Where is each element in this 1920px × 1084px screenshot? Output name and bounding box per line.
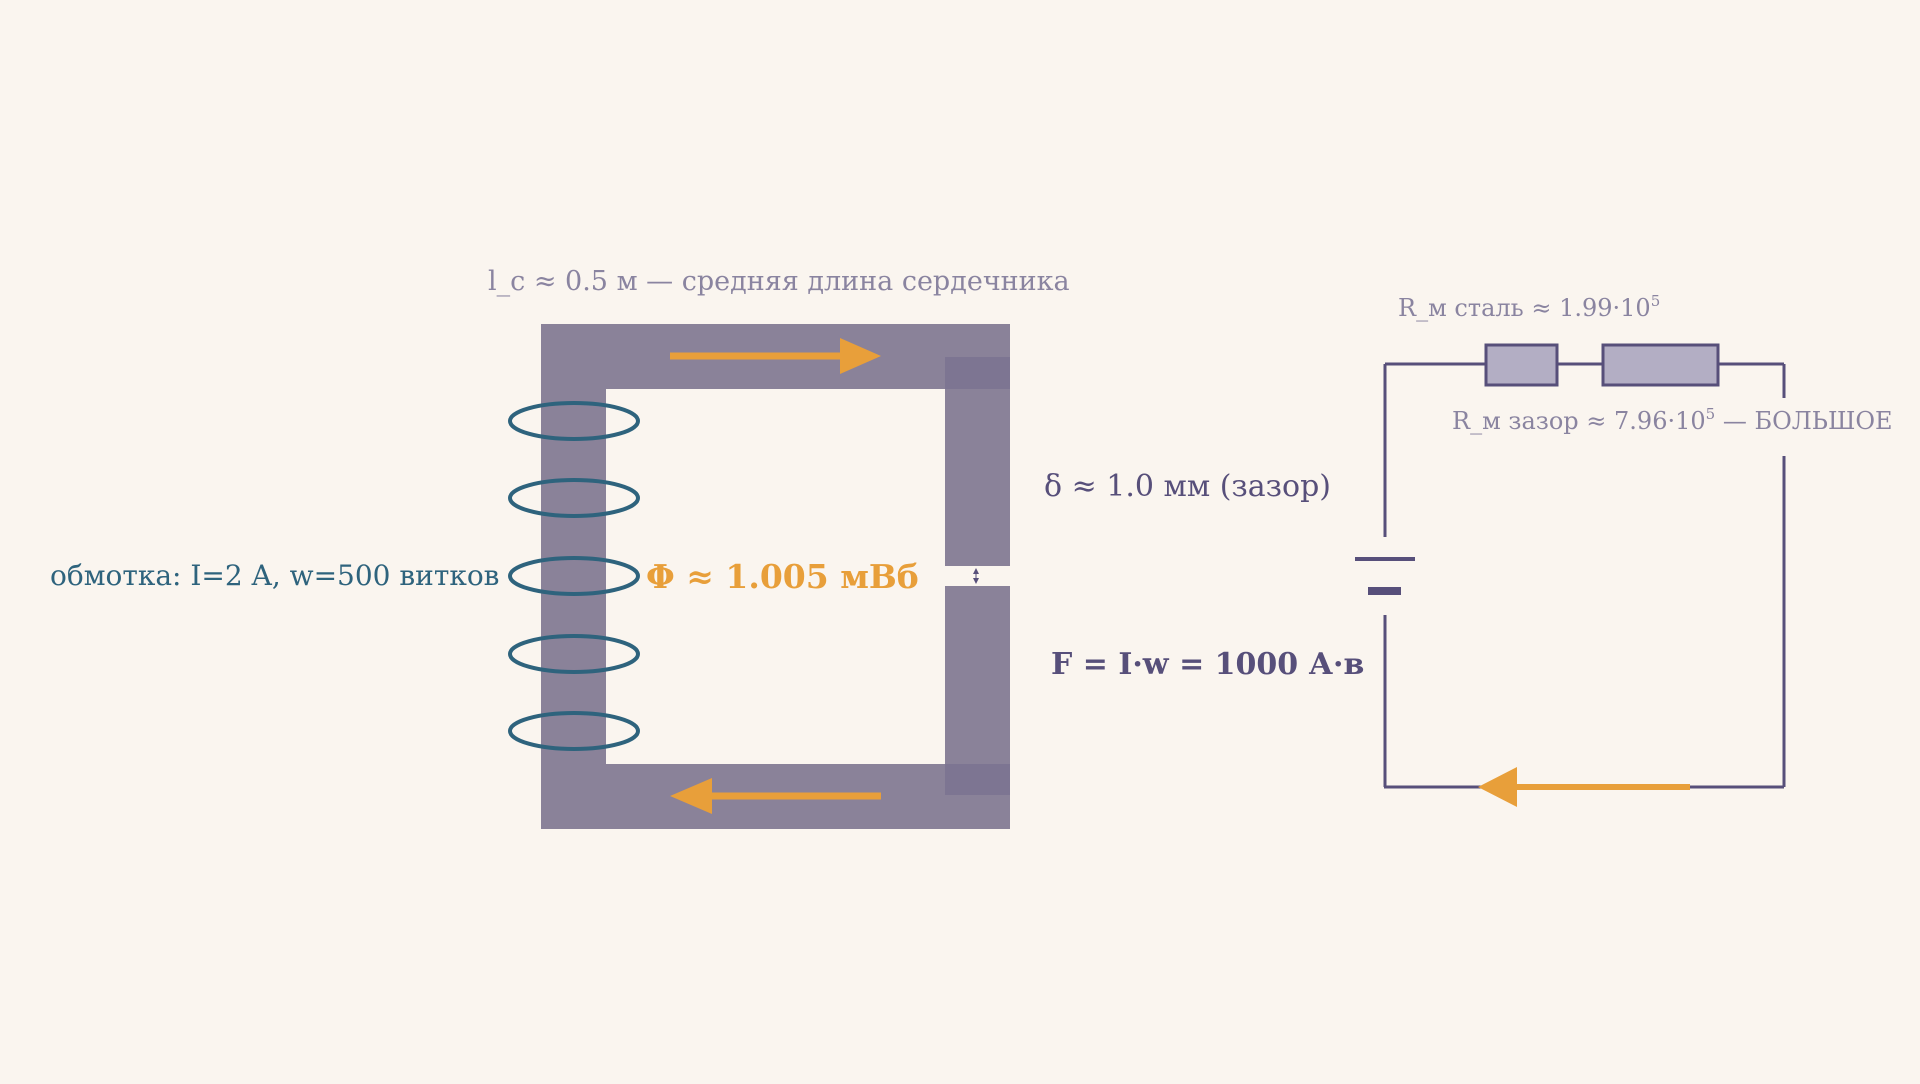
double-arrow-icon [973,568,979,584]
core-length-label: l_c ≈ 0.5 м — средняя длина сердечника [488,266,1070,297]
r-steel-label: R_м сталь ≈ 1.99·105 [1398,292,1660,322]
resistor-icon [1601,343,1720,387]
coil-turn [508,401,640,441]
core-corner-shade-top [945,357,1010,389]
battery-icon [1355,557,1415,595]
winding-coil [508,401,640,751]
core-right-limb-upper [945,357,1010,566]
coil-turn [508,478,640,518]
arrow-icon [1478,767,1690,807]
core-right-limb-lower [945,586,1010,795]
arrow-icon [670,778,881,814]
flux-label: Φ ≈ 1.005 мВб [646,557,919,596]
coil-turn [508,634,640,674]
coil-turn [508,556,640,596]
core-corner-shade-bottom [945,764,1010,795]
core-left-limb [541,389,606,764]
label-backdrop [1447,398,1869,456]
r-gap-label: R_м зазор ≈ 7.96·105 — БОЛЬШОЕ [1452,405,1893,435]
winding-label: обмотка: I=2 A, w=500 витков [50,559,499,592]
coil-turn [508,711,640,751]
resistor-icon [1484,343,1559,387]
gap-label: δ ≈ 1.0 мм (зазор) [1044,469,1331,504]
arrow-icon [670,338,881,374]
mmf-label: F = I·w = 1000 А·в [1051,647,1364,682]
